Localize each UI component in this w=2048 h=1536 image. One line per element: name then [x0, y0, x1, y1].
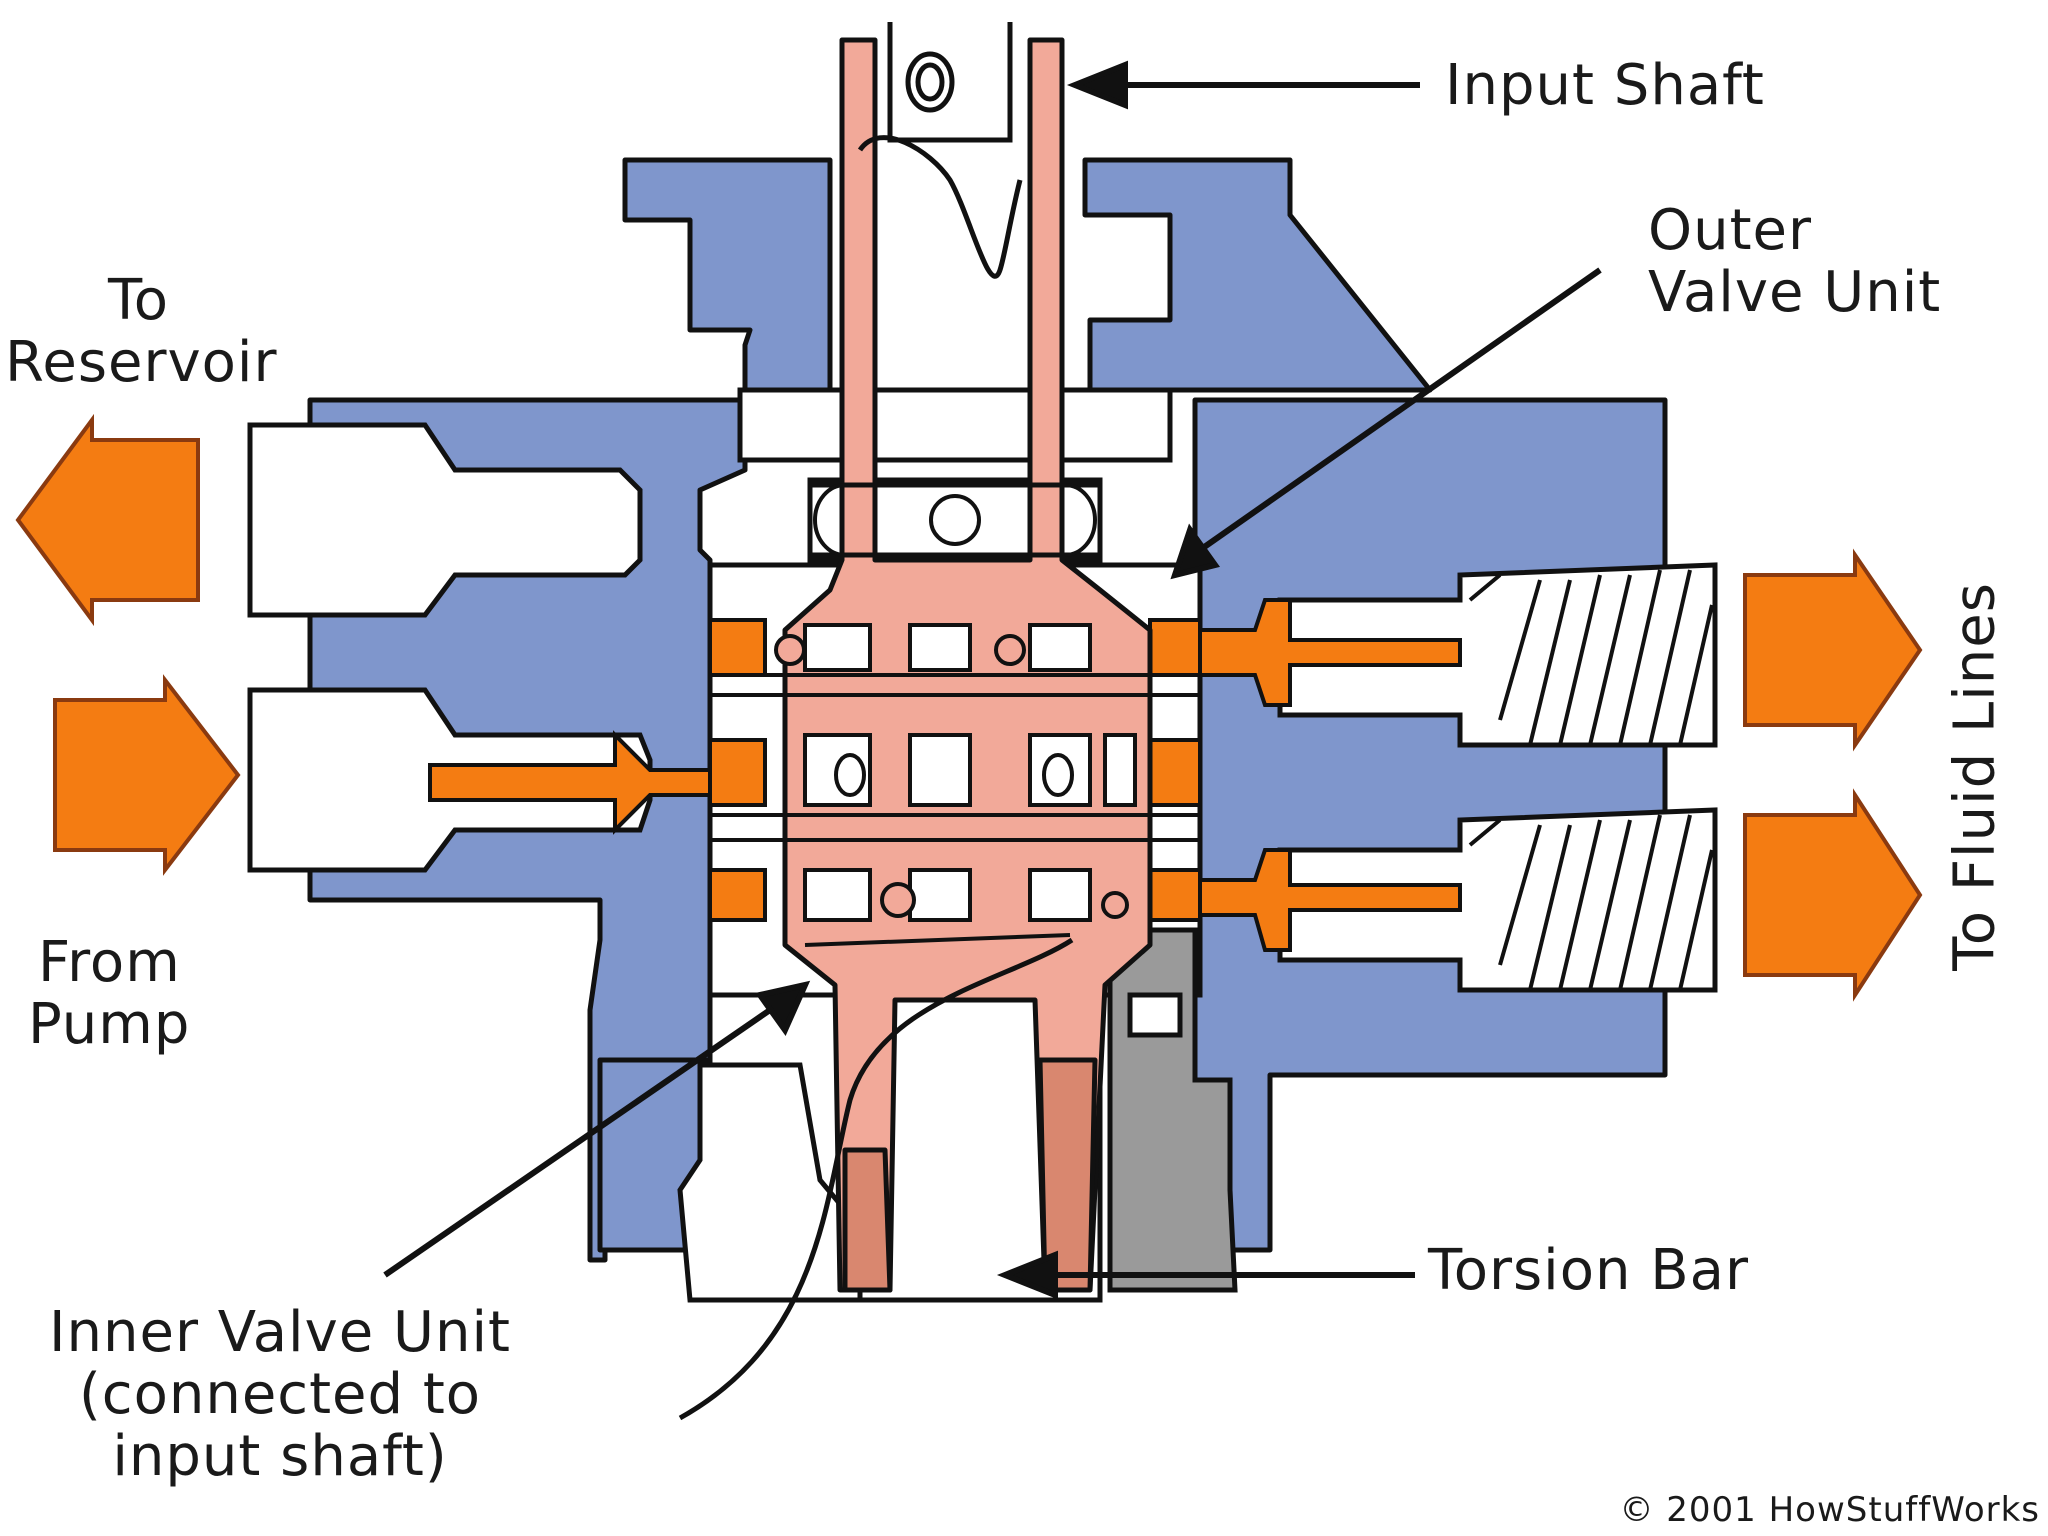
- to-reservoir-label-line2: Reservoir: [5, 330, 278, 395]
- to-reservoir-label-line1: To: [108, 268, 169, 333]
- from-pump-label-line2: Pump: [28, 992, 191, 1057]
- to-fluid-line-upper-arrow: [1743, 548, 1923, 752]
- outer-valve-label-line1: Outer: [1648, 198, 1813, 263]
- valve-oval-holes: [813, 483, 1097, 797]
- torsion-bar-label: Torsion Bar: [1428, 1238, 1750, 1303]
- to-fluid-lines-label: To Fluid Lines: [1942, 582, 2008, 971]
- spool-windows: [803, 623, 1137, 922]
- from-pump-arrow: [53, 674, 241, 876]
- shaft-clevis: [857, 22, 1023, 279]
- to-fluid-line-lower-arrow: [1743, 788, 1923, 1002]
- port-threads: [1468, 569, 1714, 991]
- inner-valve-label-line1: Inner Valve Unit: [48, 1300, 511, 1365]
- input-shaft-label: Input Shaft: [1445, 53, 1765, 118]
- valve-bands: [710, 673, 1200, 947]
- torsion-bar-curve: [678, 937, 1074, 1421]
- copyright-notice: © 2001 HowStuffWorks: [1619, 1490, 2040, 1530]
- to-reservoir-arrow: [15, 413, 200, 627]
- flow-arrows: [15, 413, 1923, 1002]
- from-pump-label-line1: From: [38, 930, 181, 995]
- fluid-channels: [428, 598, 1462, 952]
- valve-holes: [774, 634, 1129, 919]
- pin: [1127, 992, 1183, 1038]
- inner-valve-label-line2: (connected to: [78, 1362, 482, 1427]
- inner-valve-label-line3: input shaft): [112, 1424, 448, 1489]
- outer-valve-label-line2: Valve Unit: [1648, 260, 1942, 325]
- leader-arrows: [383, 60, 1602, 1300]
